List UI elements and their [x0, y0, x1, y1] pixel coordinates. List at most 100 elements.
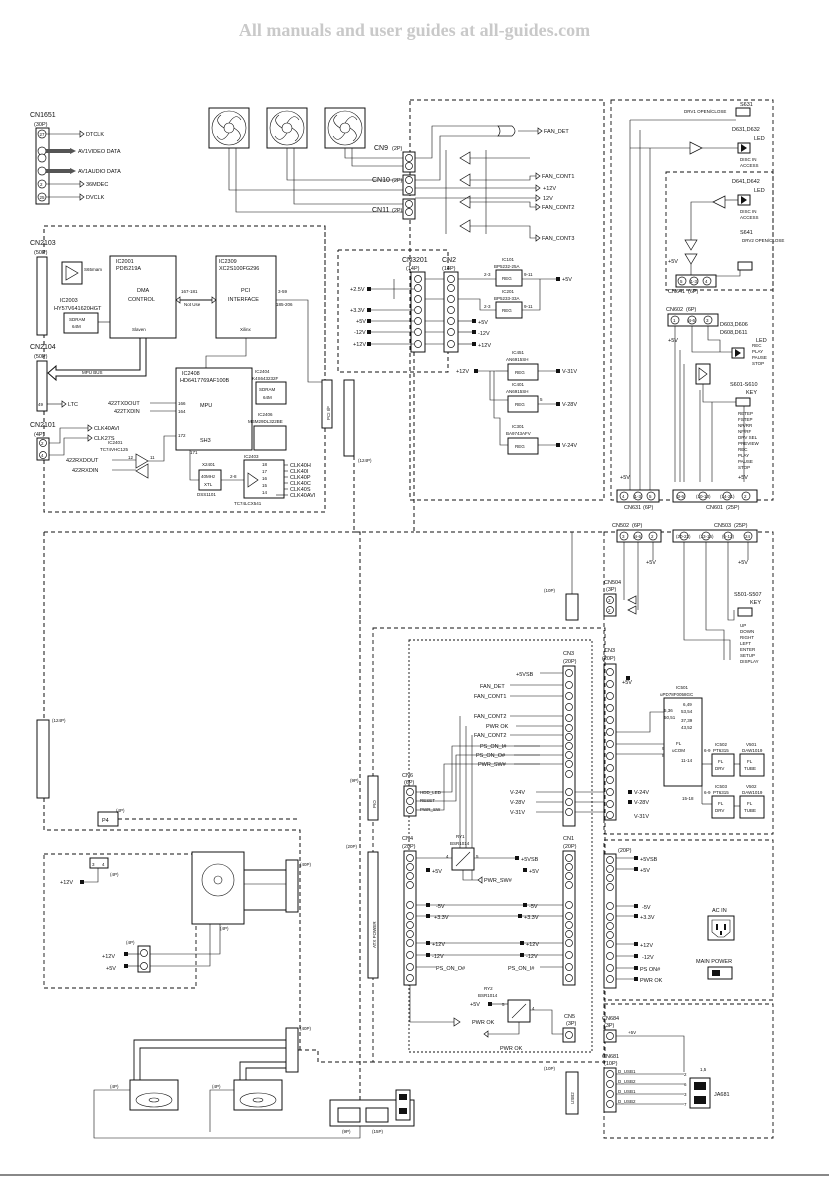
svg-text:D_USB2: D_USB2	[618, 1079, 636, 1084]
d631-buffer	[689, 141, 703, 155]
svg-text:RY1: RY1	[456, 834, 465, 839]
svg-text:(10P): (10P)	[544, 1066, 556, 1071]
svg-text:9-11: 9-11	[524, 272, 533, 277]
svg-text:DAW1019: DAW1019	[742, 748, 763, 753]
svg-text:MAIN POWER: MAIN POWER	[696, 959, 732, 965]
svg-text:-12V: -12V	[478, 331, 490, 337]
svg-text:CLK40H: CLK40H	[290, 463, 311, 469]
svg-text:+5V: +5V	[738, 560, 748, 566]
svg-text:3: 3	[622, 534, 625, 539]
main-board-outline	[43, 225, 326, 513]
fan-group	[208, 107, 405, 213]
svg-text:KEY: KEY	[746, 390, 757, 396]
svg-text:17: 17	[262, 469, 268, 474]
svg-text:IC201: IC201	[502, 289, 515, 294]
svg-text:+5V: +5V	[356, 319, 366, 325]
svg-text:(4P): (4P)	[212, 1084, 221, 1089]
svg-text:(2P): (2P)	[392, 208, 403, 214]
psu-block	[603, 839, 774, 1001]
dvd-drive-1-icon: (4P)	[110, 1079, 179, 1111]
svg-text:LEFT: LEFT	[740, 641, 751, 646]
svg-text:+5V: +5V	[640, 868, 650, 874]
svg-text:(13-16): (13-16)	[699, 534, 714, 539]
svg-text:TC74VHC125: TC74VHC125	[100, 447, 129, 452]
svg-text:(14-21): (14-21)	[720, 494, 735, 499]
svg-text:ACCESS: ACCESS	[740, 215, 759, 220]
svg-text:36MDEC: 36MDEC	[86, 182, 108, 188]
svg-text:DISPLAY: DISPLAY	[740, 659, 759, 664]
svg-text:CN2101: CN2101	[30, 422, 56, 429]
ac-inlet-icon: AC IN	[707, 908, 735, 941]
svg-text:SH3: SH3	[200, 438, 211, 444]
svg-text:FL: FL	[676, 741, 682, 746]
svg-text:DSS1101: DSS1101	[197, 492, 216, 497]
cn3-right-connector: CN3 (20P) V-24V V-28V V-31V +5V	[602, 648, 649, 821]
svg-text:LED: LED	[754, 136, 765, 142]
svg-text:4: 4	[622, 494, 625, 499]
svg-text:8: 8	[662, 753, 665, 758]
svg-text:PWR_SW#: PWR_SW#	[478, 762, 507, 768]
svg-text:UP: UP	[740, 623, 746, 628]
s501-s507-keys: S501-S507 KEY UP DOWN RIGHT LEFT ENTER S…	[734, 592, 762, 664]
svg-text:DAW1019: DAW1019	[742, 790, 763, 795]
cn5-connector: CN5 (3P)	[562, 1014, 577, 1043]
svg-text:14: 14	[262, 490, 268, 495]
svg-text:LED: LED	[754, 188, 765, 194]
svg-text:FAN_DET: FAN_DET	[544, 129, 569, 135]
svg-text:DTCLK: DTCLK	[86, 132, 104, 138]
drive-power-4p-mid: (4P) +12V +5V	[102, 940, 151, 973]
svg-text:+5VSB: +5VSB	[516, 672, 534, 678]
svg-text:FAN_DET: FAN_DET	[480, 684, 505, 690]
svg-text:IC501: IC501	[676, 685, 689, 690]
svg-text:NR/RR: NR/RR	[738, 423, 753, 428]
svg-text:MBM29DL322BE: MBM29DL322BE	[248, 419, 283, 424]
svg-text:AC IN: AC IN	[712, 908, 727, 914]
svg-text:(10P): (10P)	[544, 588, 556, 593]
svg-text:+5V: +5V	[562, 277, 572, 283]
svg-text:-12V: -12V	[354, 330, 366, 336]
svg-text:+5VSB: +5VSB	[640, 857, 658, 863]
ic2001-dma-control: IC2001 PDI5219A DMA CONTROL Slaven	[109, 255, 177, 339]
svg-text:+5V: +5V	[668, 338, 678, 344]
svg-text:PIO: PIO	[372, 800, 377, 808]
svg-text:3: 3	[684, 1092, 687, 1097]
svg-text:USB2: USB2	[570, 1092, 575, 1104]
svg-text:PS_ON_I#: PS_ON_I#	[508, 966, 535, 972]
svg-text:+5V: +5V	[646, 560, 656, 566]
svg-text:4: 4	[532, 1006, 535, 1011]
svg-text:Slaven: Slaven	[132, 327, 146, 332]
svg-text:CN1651: CN1651	[30, 112, 56, 119]
svg-text:(1-3): (1-3)	[689, 279, 699, 284]
svg-text:TUBE: TUBE	[744, 808, 756, 813]
svg-text:S631: S631	[740, 102, 753, 108]
svg-text:CLK40I: CLK40I	[290, 469, 309, 475]
svg-text:K4S643232F: K4S643232F	[252, 376, 279, 381]
d631-led: D631,D632 LED DISC IN ACCESS	[732, 127, 765, 168]
svg-text:REG: REG	[502, 276, 512, 281]
svg-text:53,54: 53,54	[681, 709, 693, 714]
svg-text:IC2003: IC2003	[60, 298, 78, 304]
ide-40p-connector	[285, 1027, 299, 1073]
svg-text:(3P): (3P)	[606, 587, 617, 593]
svg-text:CN2: CN2	[442, 257, 456, 264]
svg-text:(6P): (6P)	[632, 523, 643, 529]
svg-text:422RXDOUT: 422RXDOUT	[66, 458, 99, 464]
svg-text:REC: REC	[738, 447, 748, 452]
svg-text:CN3: CN3	[563, 651, 574, 657]
svg-text:BA9743AFV: BA9743AFV	[506, 431, 531, 436]
mpu-bus-arrow	[47, 337, 147, 382]
svg-text:SDRAM: SDRAM	[259, 387, 276, 392]
svg-text:(25P): (25P)	[726, 505, 740, 511]
svg-text:CN1: CN1	[563, 836, 574, 842]
ic2404-sdram: IC2404 K4S643232F SDRAM 64M	[252, 369, 287, 405]
svg-text:12: 12	[128, 455, 134, 460]
svg-text:2-8: 2-8	[230, 474, 237, 479]
svg-text:+12V: +12V	[353, 342, 366, 348]
svg-text:(4P): (4P)	[110, 872, 119, 877]
svg-text:+5V: +5V	[668, 259, 678, 265]
back-panel-connectors: (9P) (15P)	[329, 1089, 415, 1134]
